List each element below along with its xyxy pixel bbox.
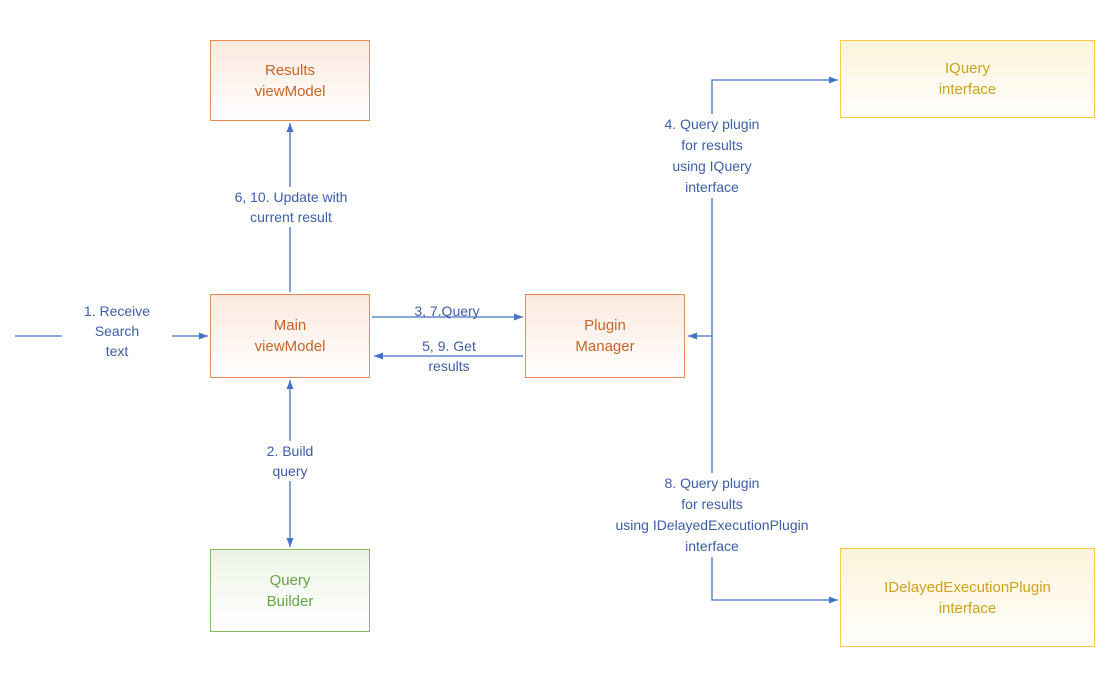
node-iquery-interface: IQuery interface (840, 40, 1095, 118)
node-results-viewmodel: Results viewModel (210, 40, 370, 121)
edge-label-update-with-current-result: 6, 10. Update with current result (206, 187, 376, 227)
arrow-query-plugin-iquery (711, 76, 838, 336)
edge-label-receive-search-text: 1. Receive Search text (62, 301, 172, 361)
edge-label-build-query: 2. Build query (245, 441, 335, 481)
edge-label-get-results: 5, 9. Get results (422, 338, 476, 374)
arrow-query-plugin-idelayed (711, 336, 838, 604)
node-plugin-manager: Plugin Manager (525, 294, 685, 378)
edge-label-query-plugin-idelayed: 8. Query plugin for results using IDelay… (592, 473, 832, 557)
edge-label-query-plugin-iquery: 4. Query plugin for results using IQuery… (632, 114, 792, 198)
edge-label-query: 3, 7.Query (414, 303, 480, 319)
node-idelayedexecutionplugin-interface: IDelayedExecutionPlugin interface (840, 548, 1095, 647)
node-query-builder: Query Builder (210, 549, 370, 632)
node-main-viewmodel: Main viewModel (210, 294, 370, 378)
